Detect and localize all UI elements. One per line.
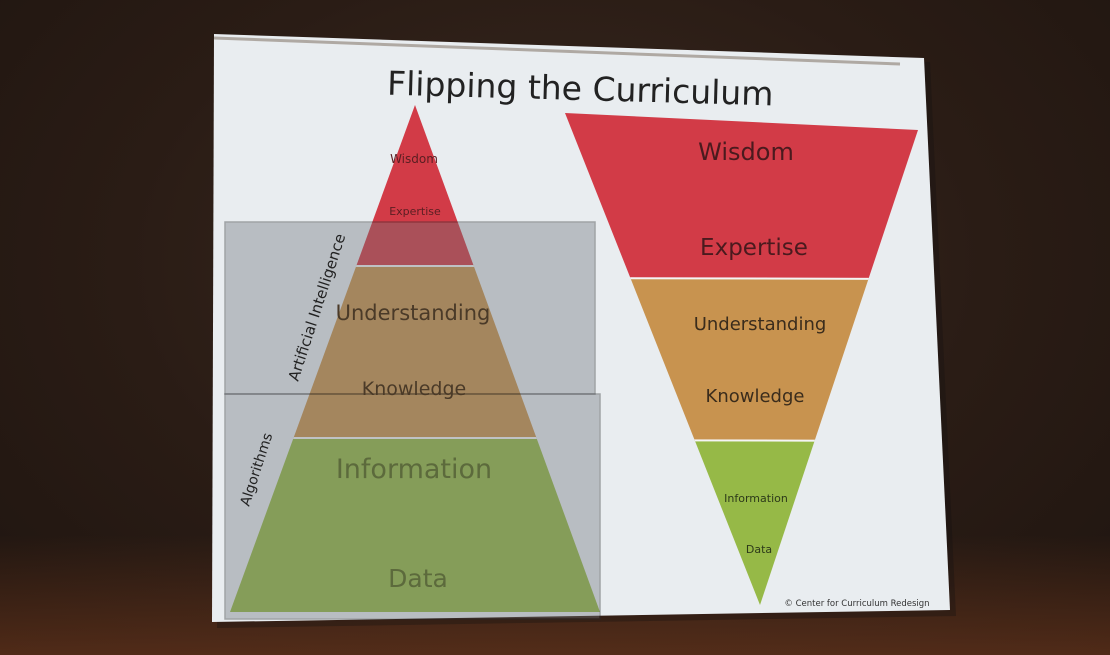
inverted-label-information: Information bbox=[724, 492, 788, 505]
pyramid-label-data: Data bbox=[388, 564, 448, 593]
inverted-label-data: Data bbox=[746, 543, 772, 556]
pyramid-band-green bbox=[230, 438, 600, 612]
algorithms-overlay-box bbox=[224, 393, 601, 620]
pyramid-label-knowledge: Knowledge bbox=[362, 378, 466, 400]
pyramid-label-wisdom: Wisdom bbox=[390, 152, 438, 166]
inverted-label-wisdom: Wisdom bbox=[698, 138, 794, 166]
pyramid-label-understanding: Understanding bbox=[336, 301, 491, 325]
inverted-label-understanding: Understanding bbox=[694, 314, 827, 335]
pyramid-label-expertise: Expertise bbox=[389, 205, 441, 218]
pyramid-label-information: Information bbox=[336, 454, 492, 485]
inverted-label-expertise: Expertise bbox=[700, 235, 808, 261]
ai-overlay-box bbox=[224, 221, 596, 395]
inverted-band-red bbox=[565, 113, 918, 278]
inverted-label-knowledge: Knowledge bbox=[706, 386, 805, 407]
slide-credit: © Center for Curriculum Redesign bbox=[784, 599, 929, 609]
slide-top-edge bbox=[213, 36, 901, 66]
